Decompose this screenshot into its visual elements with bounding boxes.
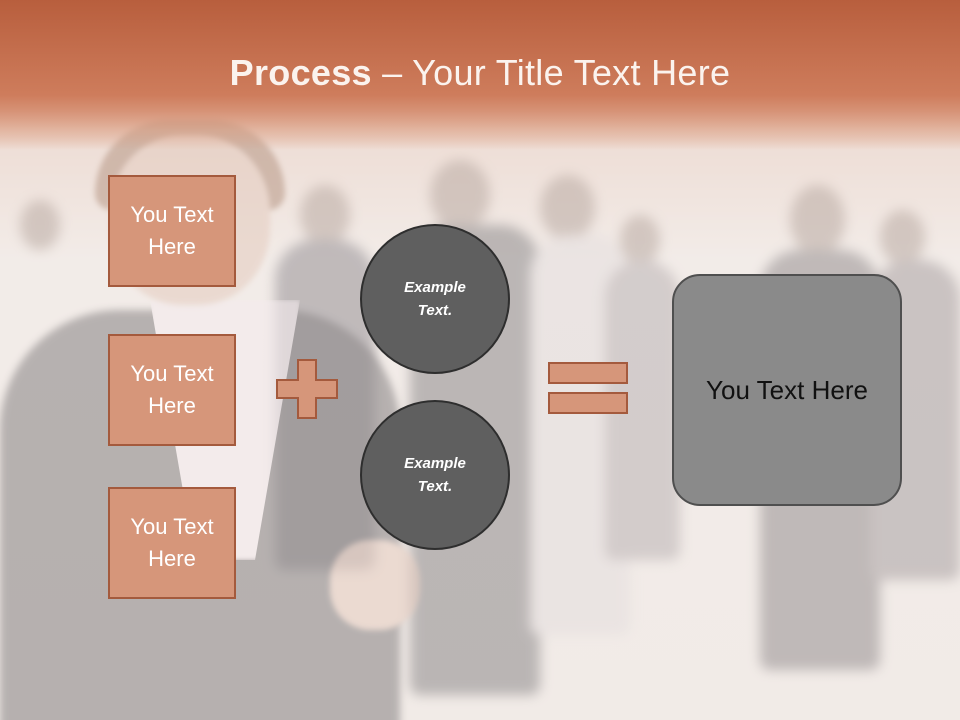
title-bold: Process (229, 52, 372, 93)
example-circle-2: Example Text. (360, 400, 510, 550)
plus-icon (276, 359, 338, 419)
input-box-label: You Text Here (130, 202, 214, 259)
input-box-2: You Text Here (108, 334, 236, 446)
result-box: You Text Here (672, 274, 902, 506)
example-circle-1: Example Text. (360, 224, 510, 374)
input-box-label: You Text Here (130, 361, 214, 418)
title-band (0, 0, 960, 150)
result-label: You Text Here (706, 374, 868, 405)
input-box-1: You Text Here (108, 175, 236, 287)
equals-icon (548, 362, 628, 414)
input-box-label: You Text Here (130, 514, 214, 571)
title-rest: – Your Title Text Here (371, 52, 731, 93)
circle-label: Example Text. (404, 279, 466, 319)
slide-title: Process – Your Title Text Here (0, 52, 960, 94)
input-box-3: You Text Here (108, 487, 236, 599)
circle-label: Example Text. (404, 455, 466, 495)
